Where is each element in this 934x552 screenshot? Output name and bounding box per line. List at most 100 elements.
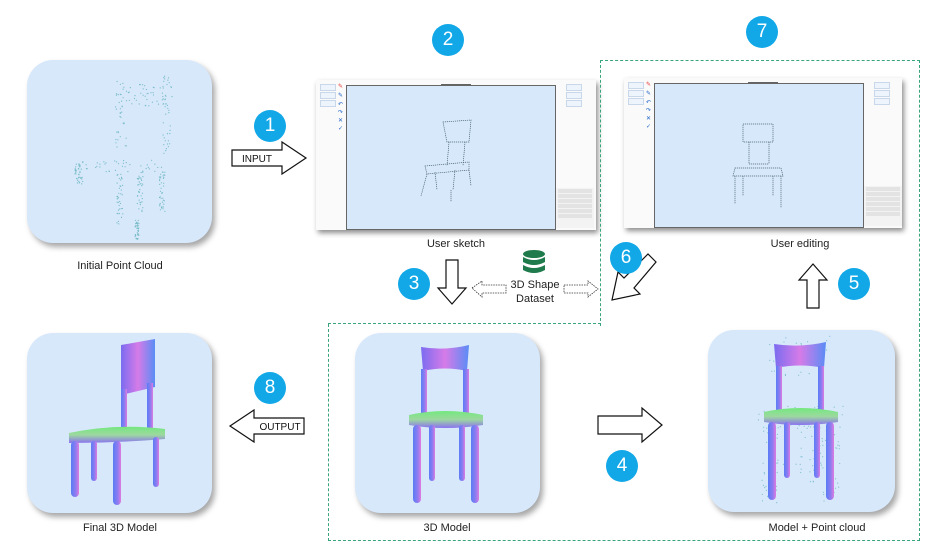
point [122, 88, 124, 90]
point [75, 173, 77, 175]
step-badge-5: 5 [838, 268, 870, 300]
point [141, 210, 143, 212]
point [164, 94, 166, 96]
point [78, 165, 80, 167]
point [145, 88, 147, 91]
point [821, 438, 823, 440]
database-icon [523, 250, 545, 273]
point [164, 78, 166, 80]
point [164, 140, 166, 142]
point [136, 238, 138, 240]
point [165, 113, 167, 115]
pen-blue-icon: ✎ [338, 93, 344, 99]
point [163, 200, 165, 202]
point [170, 86, 172, 88]
point [99, 166, 101, 168]
point [138, 181, 140, 183]
point [115, 106, 117, 108]
editing-chair [732, 123, 784, 208]
point [122, 162, 124, 164]
point [822, 444, 824, 446]
point [162, 177, 164, 179]
point [136, 202, 138, 205]
point [116, 80, 118, 83]
point [142, 84, 144, 86]
point [151, 159, 153, 161]
point [839, 462, 841, 465]
point-cloud-chair [74, 75, 173, 240]
input-arrow-label: INPUT [242, 154, 272, 165]
point [75, 163, 77, 165]
edit-loop-region-bottom [328, 324, 920, 541]
point [163, 80, 165, 82]
point [138, 184, 140, 186]
mini-button [566, 84, 582, 91]
point [78, 173, 80, 175]
point [822, 467, 824, 469]
point [769, 359, 771, 361]
dataset-right-arrow [563, 280, 599, 298]
point [120, 208, 122, 210]
point [775, 489, 778, 491]
point [165, 148, 167, 150]
point [839, 426, 841, 428]
point [785, 337, 787, 339]
point [836, 447, 838, 449]
point [799, 463, 801, 465]
point [117, 213, 119, 215]
point [159, 196, 161, 198]
point [117, 197, 120, 199]
point [134, 219, 137, 221]
window-title: ▬▬▬▬▬▬▬▬▬▬ [441, 82, 471, 86]
point [773, 370, 776, 372]
point [79, 172, 81, 174]
point [162, 199, 164, 201]
point [120, 179, 122, 181]
dataset-label: 3D Shape Dataset [510, 279, 560, 305]
point [775, 485, 778, 487]
undo-icon: ↶ [338, 102, 344, 108]
user-editing-screenshot: ▬▬▬▬▬▬▬▬▬▬ ✎ ✎ ↶ ↷ ✕ ✓ [624, 78, 902, 228]
point [152, 92, 154, 94]
point [117, 209, 119, 211]
point [137, 230, 139, 232]
point [144, 85, 146, 87]
point [163, 77, 165, 79]
point [138, 103, 140, 105]
model-3d-panel [355, 333, 540, 513]
point [120, 185, 122, 187]
point [826, 340, 828, 342]
clear-icon: ✕ [338, 118, 344, 124]
point [131, 103, 133, 105]
editing-canvas [654, 83, 864, 228]
point [794, 407, 796, 409]
window-title: ▬▬▬▬▬▬▬▬▬▬ [748, 80, 778, 84]
point [159, 178, 161, 180]
point [163, 152, 165, 154]
step-badge-1: 1 [254, 110, 286, 142]
mini-button [320, 100, 336, 107]
initial-point-cloud-panel [27, 60, 212, 243]
point [163, 185, 165, 187]
point [123, 122, 125, 124]
point [159, 190, 162, 192]
point [139, 84, 141, 86]
point [141, 179, 143, 181]
point [117, 94, 119, 96]
point [762, 484, 765, 486]
caption-user-sketch: User sketch [426, 238, 486, 250]
step-badge-2: 2 [432, 24, 464, 56]
point [79, 170, 81, 172]
point [151, 101, 153, 103]
point [121, 178, 123, 180]
point [159, 177, 161, 179]
input-arrow: INPUT [231, 140, 308, 176]
point [123, 160, 125, 162]
point [800, 456, 802, 458]
point [769, 343, 771, 346]
output-arrow: OUTPUT [228, 408, 305, 444]
point [163, 182, 165, 184]
point [777, 427, 779, 429]
point [829, 335, 831, 337]
point [763, 426, 765, 428]
